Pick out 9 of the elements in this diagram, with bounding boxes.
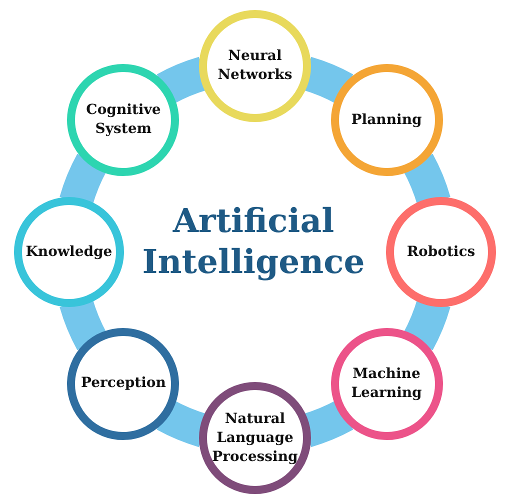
topic-label: Perception — [80, 374, 166, 394]
topic-label: Cognitive System — [86, 101, 161, 140]
topic-label: Knowledge — [26, 242, 112, 262]
topic-label: Machine Learning — [351, 364, 422, 403]
diagram-title: Artificial Intelligence — [142, 200, 365, 282]
topic-label: Natural Language Processing — [212, 410, 298, 466]
topic-label: Neural Networks — [218, 47, 292, 85]
topic-label: Robotics — [406, 242, 476, 262]
topic-label: Planning — [351, 110, 422, 130]
